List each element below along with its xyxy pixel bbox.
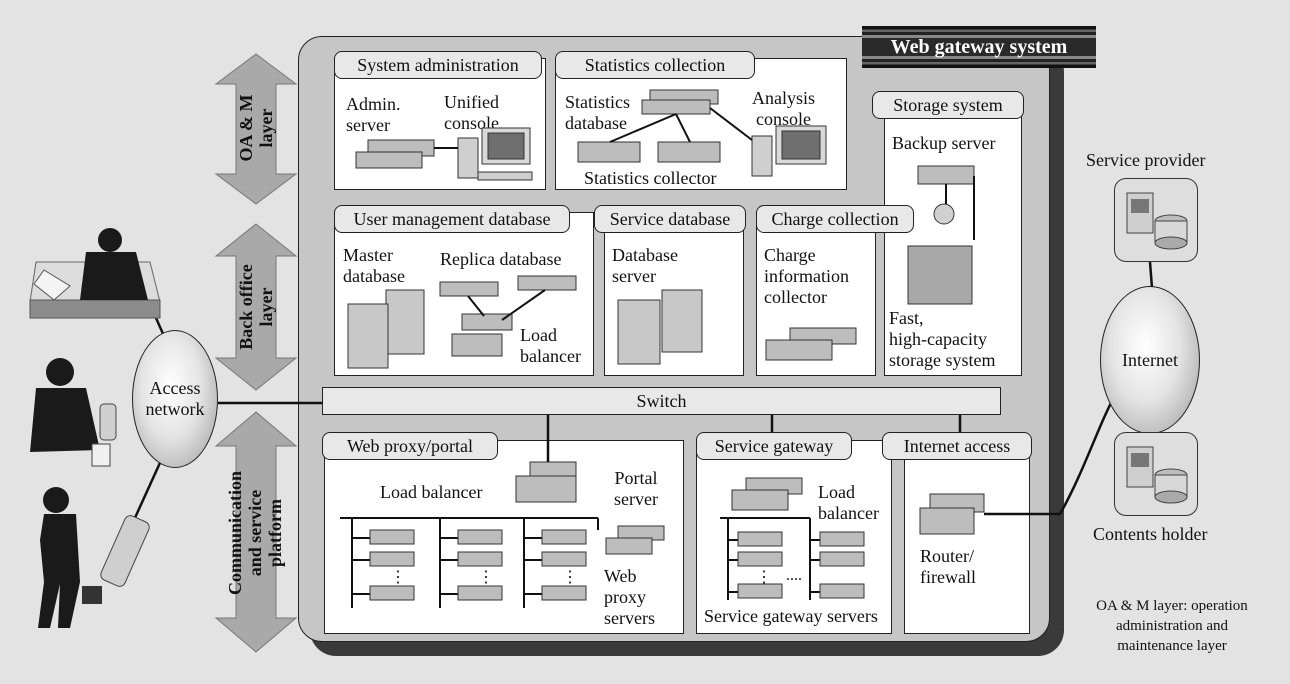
charge-title: Charge collection	[756, 205, 914, 233]
storage-title: Storage system	[872, 91, 1024, 119]
user-load-balancer-label: Load balancer	[520, 325, 581, 366]
replica-database-label: Replica database	[440, 249, 562, 269]
portal-server-label: Portal server	[614, 468, 658, 509]
contents-holder-icon	[1114, 432, 1198, 516]
analysis-console-label: Analysis console	[752, 88, 815, 129]
service-db-title: Service database	[594, 205, 746, 233]
back-office-layer-label: Back office layer	[236, 264, 276, 350]
internet-cloud: Internet	[1100, 286, 1200, 434]
user-mgmt-title: User management database	[334, 205, 570, 233]
service-gateway-box	[696, 440, 892, 634]
communication-layer-label: Communication and service platform	[225, 471, 285, 596]
charge-collector-label: Charge information collector	[764, 245, 849, 307]
database-server-label: Database server	[612, 245, 678, 286]
router-firewall-label: Router/ firewall	[920, 546, 976, 587]
unified-console-label: Unified console	[444, 92, 499, 133]
gateway-load-balancer-label: Load balancer	[818, 482, 879, 523]
system-admin-title: System administration	[334, 51, 542, 79]
access-network: Access network	[132, 330, 218, 468]
communication-layer-arrow	[214, 410, 298, 654]
service-provider-label: Service provider	[1086, 150, 1206, 170]
statistics-box	[555, 58, 847, 190]
master-database-label: Master database	[343, 245, 405, 286]
oam-layer-label: OA & M layer	[236, 94, 276, 162]
switch-bar: Switch	[322, 387, 1001, 415]
back-office-layer-arrow	[214, 222, 298, 392]
backup-server-label: Backup server	[892, 133, 996, 153]
statistics-database-label: Statistics database	[565, 92, 631, 133]
gateway-servers-label: Service gateway servers	[704, 606, 878, 626]
contents-holder-label: Contents holder	[1093, 524, 1208, 544]
web-proxy-title: Web proxy/portal	[322, 432, 498, 460]
internet-access-title: Internet access	[882, 432, 1032, 460]
web-proxy-load-balancer-label: Load balancer	[380, 482, 483, 502]
statistics-collector-label: Statistics collector	[584, 168, 717, 188]
service-gateway-title: Service gateway	[696, 432, 852, 460]
service-db-box	[604, 212, 744, 376]
admin-server-label: Admin. server	[346, 94, 401, 135]
web-proxy-servers-label: Web proxy servers	[604, 566, 655, 628]
storage-box	[884, 98, 1022, 376]
statistics-title: Statistics collection	[555, 51, 755, 79]
web-gateway-title: Web gateway system	[862, 26, 1096, 68]
oam-layer-arrow	[214, 52, 298, 206]
service-provider-icon	[1114, 178, 1198, 262]
internet-access-box	[904, 440, 1030, 634]
fast-storage-label: Fast, high-capacity storage system	[889, 308, 996, 370]
oam-footnote: OA & M layer: operation administration a…	[1096, 598, 1248, 654]
